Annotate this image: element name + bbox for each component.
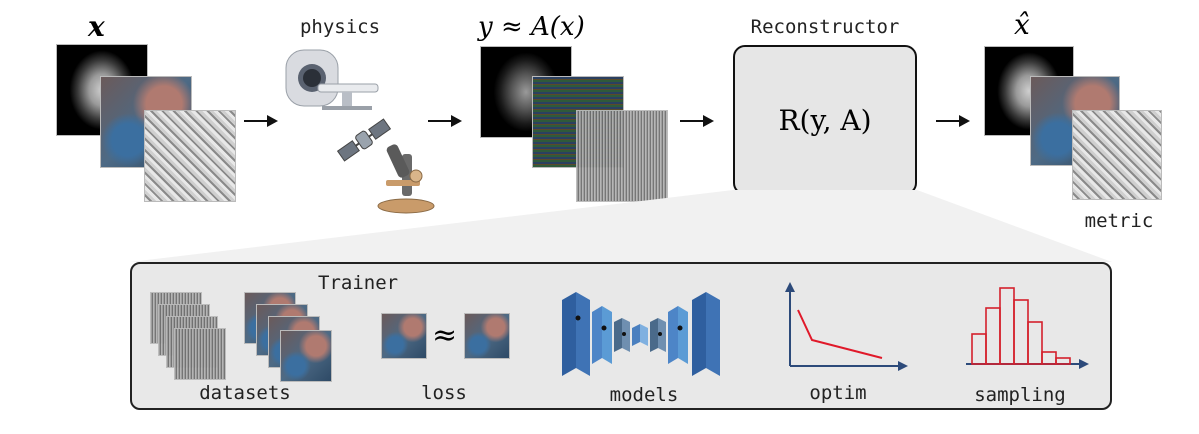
input-microscopy-image (144, 110, 236, 202)
dataset-noise-tile (174, 328, 226, 380)
optim-curve-icon (785, 282, 908, 371)
arrow-reconstructor-to-output (936, 115, 970, 127)
sampling-label: sampling (974, 384, 1066, 406)
input-x-label: x (88, 10, 105, 43)
measurement-microscopy-image (576, 110, 668, 202)
datasets-label: datasets (199, 382, 291, 404)
models-label: models (609, 384, 679, 406)
dataset-satellite-tile (280, 330, 332, 382)
loss-approx-symbol: ≈ (432, 318, 458, 353)
reconstructor-box: R(y, A) (733, 45, 917, 195)
metric-label: metric (1084, 210, 1154, 232)
microscope-icon (377, 144, 435, 214)
loss-image-left (381, 313, 427, 359)
physics-label: physics (299, 16, 381, 38)
sampling-histogram-icon (966, 287, 1089, 369)
arrow-measurement-to-reconstructor (680, 115, 714, 127)
output-microscopy-image (1072, 110, 1162, 200)
loss-label: loss (421, 382, 467, 404)
loss-image-right (464, 313, 510, 359)
mri-scanner-icon (285, 49, 379, 110)
measurement-label: y ≈ A(x) (478, 12, 585, 42)
reconstructor-formula: R(y, A) (778, 103, 872, 137)
satellite-icon (336, 118, 392, 162)
trainer-title: Trainer (318, 272, 399, 294)
optim-label: optim (809, 382, 867, 404)
reconstructor-label: Reconstructor (750, 16, 900, 38)
output-x-hat-label: x̂ (1014, 8, 1030, 41)
arrow-input-to-physics (244, 115, 278, 127)
unet-model-icon (562, 292, 720, 376)
arrow-physics-to-measurement (428, 115, 462, 127)
